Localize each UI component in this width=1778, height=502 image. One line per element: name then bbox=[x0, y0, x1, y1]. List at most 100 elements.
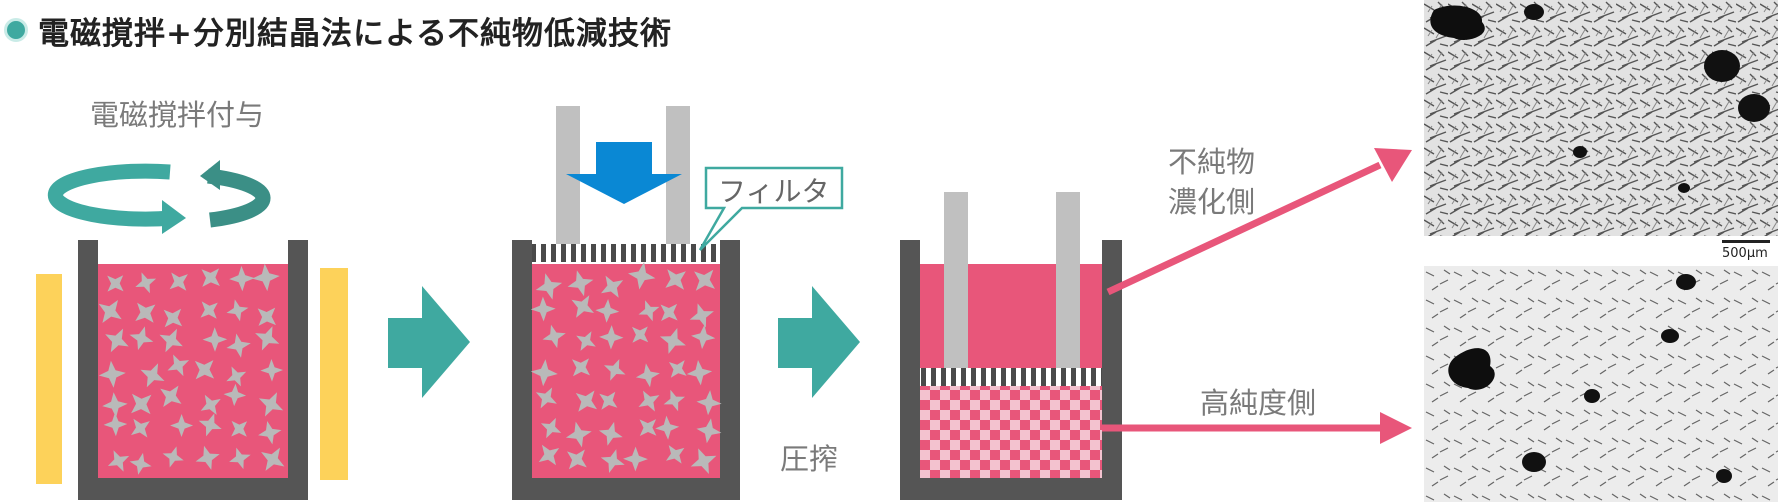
crystal bbox=[575, 390, 597, 412]
micrograph-high-purity bbox=[1424, 266, 1778, 502]
crystal bbox=[660, 303, 678, 321]
crystal bbox=[632, 326, 649, 343]
title-row: 電磁撹拌+分別結晶法による不純物低減技術 bbox=[4, 10, 673, 52]
crystal bbox=[567, 270, 594, 297]
crystal bbox=[170, 414, 194, 437]
crystal bbox=[169, 272, 188, 291]
crystal bbox=[690, 448, 717, 474]
filter-plate-2 bbox=[920, 368, 1102, 386]
crystal bbox=[535, 387, 557, 409]
crystal bbox=[194, 360, 215, 380]
crystal bbox=[167, 354, 190, 377]
piston-rod-3-left bbox=[944, 192, 968, 368]
crystal bbox=[261, 447, 285, 471]
crystal bbox=[638, 300, 660, 322]
crystal bbox=[107, 450, 130, 472]
crystal bbox=[535, 273, 563, 300]
crystal bbox=[599, 391, 618, 410]
crystal bbox=[696, 418, 722, 444]
impurity-rich-label: 不純物 濃化側 bbox=[1168, 142, 1255, 222]
micrograph-impurity-rich bbox=[1424, 0, 1778, 236]
scale-bar-label: 500μm bbox=[1722, 246, 1768, 261]
stir-label: 電磁撹拌付与 bbox=[90, 98, 265, 132]
crystal bbox=[159, 328, 183, 353]
crystal bbox=[255, 326, 280, 351]
crystal bbox=[223, 383, 247, 407]
crystal bbox=[598, 421, 623, 446]
crystal bbox=[571, 295, 594, 318]
process-diagram bbox=[36, 106, 1412, 500]
crystal bbox=[257, 307, 276, 326]
crystal bbox=[201, 268, 220, 287]
crystal bbox=[623, 446, 648, 472]
crystal bbox=[694, 269, 715, 291]
crystals-2 bbox=[530, 262, 722, 474]
impurity-rich-line1: 不純物 bbox=[1168, 145, 1256, 179]
crystal bbox=[663, 389, 685, 412]
stage-3-separated bbox=[900, 192, 1122, 500]
crystal bbox=[195, 445, 220, 470]
crystal bbox=[604, 359, 626, 381]
crystal bbox=[258, 421, 282, 445]
scale-bar bbox=[1722, 240, 1770, 243]
crystal bbox=[163, 308, 183, 328]
crystal bbox=[135, 302, 156, 323]
crystal bbox=[131, 393, 152, 415]
crystal bbox=[98, 360, 126, 388]
rotation-arrows-icon bbox=[47, 160, 271, 234]
crystal bbox=[659, 328, 686, 354]
crystal bbox=[530, 359, 558, 387]
crystal bbox=[542, 324, 566, 349]
crystal bbox=[691, 324, 716, 350]
press-label: 圧搾 bbox=[780, 442, 839, 476]
output-arrow-top-icon bbox=[1106, 148, 1412, 296]
crystal bbox=[696, 390, 722, 416]
crystal bbox=[635, 363, 660, 388]
filter-label: フィルタ bbox=[718, 175, 830, 208]
output-arrow-bottom-icon bbox=[1102, 412, 1412, 444]
crystal bbox=[140, 363, 165, 388]
crystal bbox=[129, 326, 154, 351]
crystal bbox=[226, 299, 249, 322]
stage-2-pressing bbox=[512, 106, 844, 500]
high-purity-solid bbox=[920, 386, 1102, 478]
crystal bbox=[135, 272, 157, 294]
crystal bbox=[628, 262, 656, 290]
high-purity-label: 高純度側 bbox=[1200, 386, 1317, 420]
press-down-arrow-icon bbox=[566, 142, 682, 204]
crystal bbox=[668, 360, 687, 378]
crystal bbox=[639, 419, 657, 436]
crystal bbox=[200, 301, 218, 319]
filter-plate-1 bbox=[532, 244, 722, 262]
crystal bbox=[600, 449, 625, 473]
crystal bbox=[229, 265, 255, 292]
crystal bbox=[576, 331, 596, 351]
crystal bbox=[98, 300, 122, 323]
step-arrow-2-icon bbox=[778, 286, 860, 398]
crystal bbox=[229, 447, 251, 470]
crystal bbox=[198, 413, 222, 437]
page-title: 電磁撹拌+分別結晶法による不純物低減技術 bbox=[38, 15, 673, 52]
crystal bbox=[686, 360, 713, 386]
crystal bbox=[666, 445, 685, 464]
crystal bbox=[102, 392, 128, 418]
crystal bbox=[565, 421, 592, 448]
bullet-icon bbox=[4, 18, 28, 42]
crystal bbox=[226, 366, 247, 387]
crystal bbox=[538, 444, 560, 466]
crystal bbox=[107, 275, 124, 292]
crystal bbox=[638, 390, 660, 412]
crystal bbox=[572, 358, 590, 377]
coil-left bbox=[36, 274, 62, 484]
piston-rod-3-right bbox=[1056, 192, 1080, 368]
crystal bbox=[530, 296, 556, 322]
crystal bbox=[129, 452, 152, 475]
crystal bbox=[131, 418, 150, 438]
step-arrow-1-icon bbox=[388, 286, 470, 398]
crystal bbox=[200, 394, 221, 415]
melt-2 bbox=[532, 264, 722, 480]
crystal bbox=[252, 263, 280, 292]
crystal bbox=[231, 420, 248, 437]
crystals-1 bbox=[98, 263, 285, 475]
crystal bbox=[665, 269, 686, 290]
